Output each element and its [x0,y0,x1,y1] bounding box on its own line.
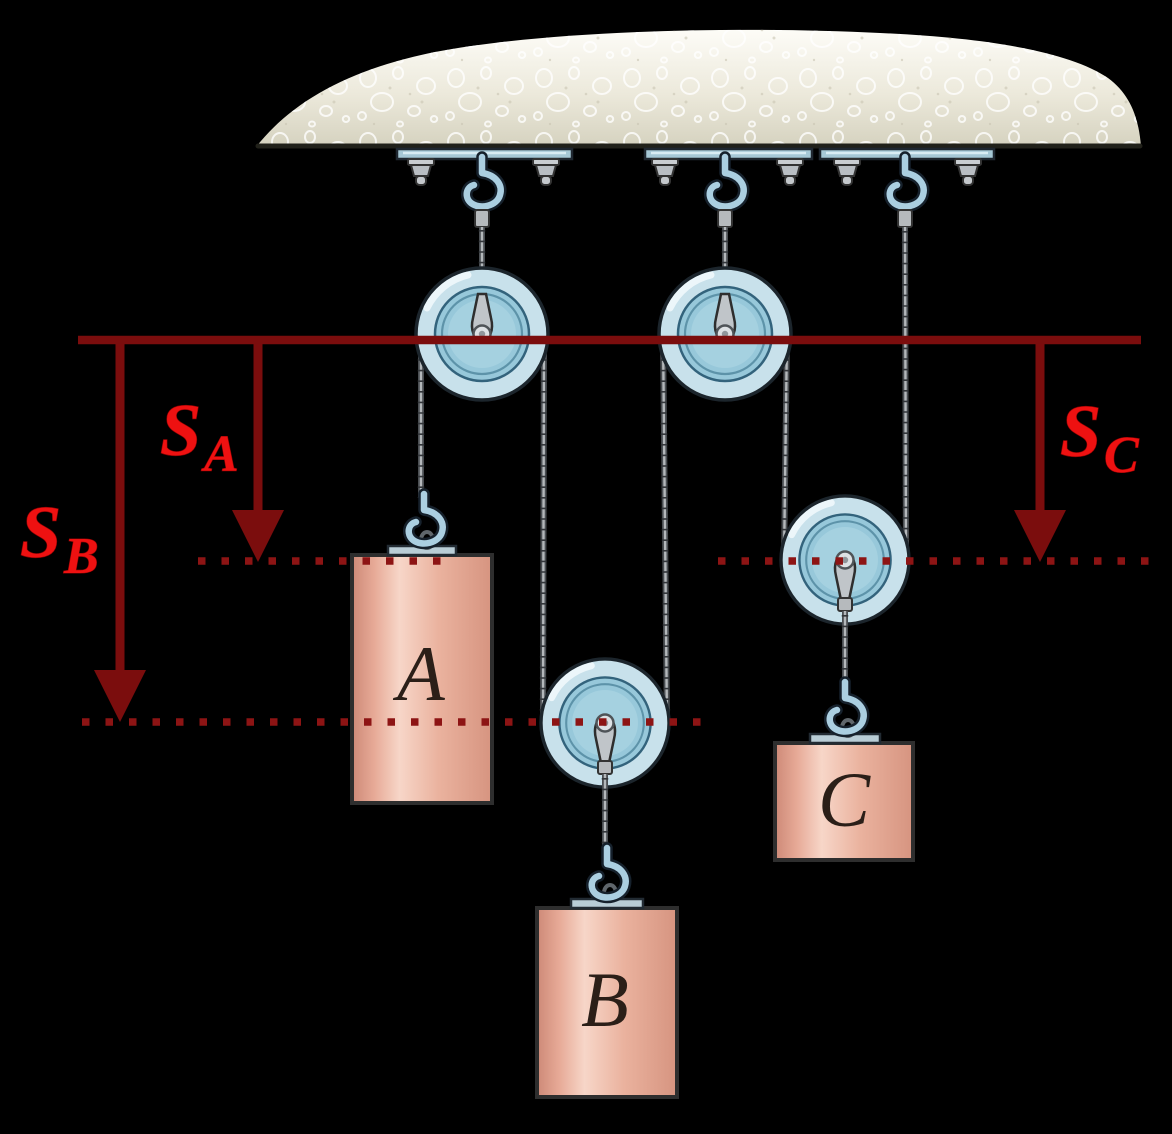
block-b [535,906,679,1099]
arrow-sC [1014,340,1066,562]
bolt-icon [651,158,679,186]
link-collar [474,209,490,228]
cable-pulley-b-to-middle-pulley [659,333,671,724]
cable-middle-pulley-to-pulley-c [780,333,791,561]
label-sC: S C [1059,390,1140,484]
label-sC-base: S [1060,391,1101,473]
block-c [773,741,915,862]
bolt-icon [776,158,804,186]
label-sB-sub: B [63,528,99,585]
block-c-label: C [818,756,871,843]
bolt-icon [532,158,560,186]
cable-left-pulley-to-pulley-b [539,333,548,724]
block-a-label: A [392,630,445,717]
rod-below-pulley-b [597,760,613,851]
ceiling-hook-left-icon [467,157,501,206]
ceiling [255,29,1143,149]
label-sC-sub: C [1104,427,1140,484]
block-b-hook-icon [592,848,626,897]
ceiling-texture [256,29,1141,147]
label-sA: S A [159,389,239,483]
ceiling-hook-middle-icon [710,157,744,206]
label-sB: S B [19,491,99,585]
ceiling-hook-right-icon [890,157,924,206]
block-b-label: B [581,956,629,1043]
link-collar [717,209,733,228]
cable-pulley-c-to-ceiling-hook [901,226,910,561]
bolt-icon [833,158,861,186]
bolt-icon [954,158,982,186]
rod-below-pulley-c [837,597,853,685]
label-sA-base: S [160,390,201,472]
label-sB-base: S [20,492,61,574]
block-c-hook-icon [830,682,864,731]
link-collar [897,209,913,228]
block-a-hook-icon [409,494,443,543]
arrow-sA [232,340,284,562]
arrow-sB [94,340,146,722]
bolt-icon [407,158,435,186]
label-sA-sub: A [201,426,239,483]
